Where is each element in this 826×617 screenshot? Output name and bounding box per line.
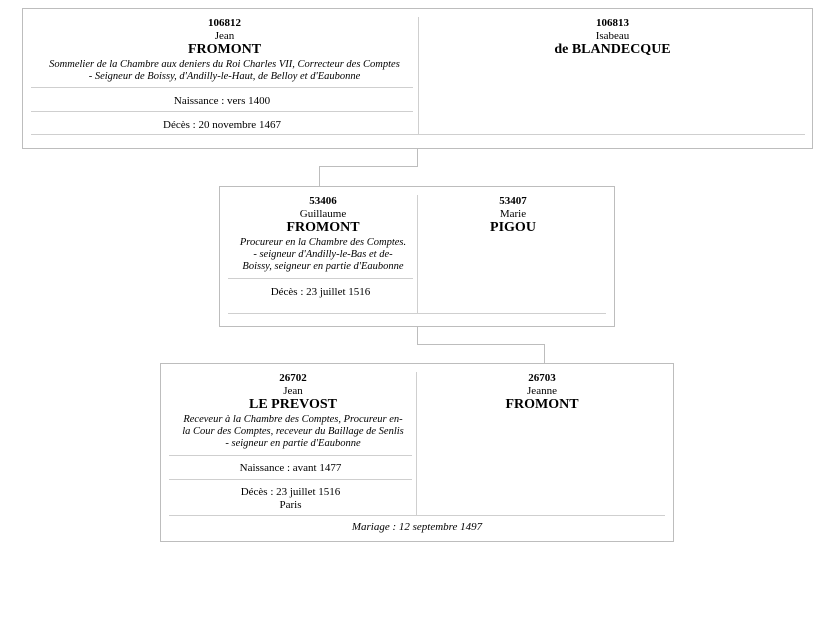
given-name: Isabeau	[595, 30, 630, 42]
occupation-line: la Cour des Comptes, receveur du Baillag…	[182, 426, 404, 437]
connector-line	[417, 148, 418, 166]
divider	[228, 278, 413, 279]
surname: PIGOU	[490, 220, 536, 235]
occupation-line: Sommelier de la Chambre aux deniers du R…	[49, 59, 400, 70]
husband-panel: 53406 Guillaume FROMONT Procureur en la …	[228, 195, 418, 273]
connector-line	[417, 344, 545, 345]
surname: FROMONT	[286, 220, 360, 235]
occupation: Sommelier de la Chambre aux deniers du R…	[31, 58, 418, 83]
sosa-number: 106812	[208, 17, 241, 29]
card-bottom-rule	[31, 134, 805, 135]
divider	[169, 455, 412, 456]
connector-line	[319, 166, 320, 186]
occupation-line: Boissy, seigneur en partie d'Eaubonne	[242, 261, 404, 272]
surname: de BLANDECQUE	[554, 42, 671, 57]
divider	[31, 111, 413, 112]
occupation-line: Procureur en la Chambre des Comptes.	[239, 237, 407, 248]
given-name: Jeanne	[527, 385, 557, 397]
death-field: Décès : 23 juillet 1516	[240, 486, 341, 498]
sosa-number: 26703	[528, 372, 556, 384]
birth-field: Naissance : vers 1400	[173, 95, 271, 107]
divider	[31, 87, 413, 88]
couple-card-gen2: 53406 Guillaume FROMONT Procureur en la …	[219, 186, 615, 327]
given-name: Jean	[283, 385, 303, 397]
wife-panel: 26703 Jeanne FROMONT	[417, 372, 667, 413]
death-place: Paris	[279, 499, 302, 511]
death-field: Décès : 20 novembre 1467	[163, 119, 281, 131]
occupation-line: Receveur à la Chambre des Comptes, Procu…	[183, 414, 403, 425]
connector-line	[544, 344, 545, 363]
divider	[169, 479, 412, 480]
occupation: Receveur à la Chambre des Comptes, Procu…	[169, 413, 417, 450]
couple-card-gen1: 106812 Jean FROMONT Sommelier de la Cham…	[22, 8, 813, 149]
occupation: Procureur en la Chambre des Comptes. - s…	[228, 236, 418, 273]
surname: LE PREVOST	[248, 397, 338, 412]
occupation-line: - Seigneur de Boissy, d'Andilly-le-Haut,…	[88, 71, 361, 82]
column-divider	[417, 195, 418, 313]
connector-line	[319, 166, 418, 167]
sosa-number: 53407	[499, 195, 527, 207]
occupation-line: - seigneur d'Andilly-le-Bas et de-	[253, 249, 393, 260]
given-name: Jean	[214, 30, 235, 42]
connector-line	[417, 326, 418, 344]
sosa-number: 106813	[596, 17, 629, 29]
couple-card-gen3: 26702 Jean LE PREVOST Receveur à la Cham…	[160, 363, 674, 542]
occupation-line: - seigneur en partie d'Eaubonne	[225, 438, 361, 449]
sosa-number: 53406	[309, 195, 337, 207]
death-field: Décès : 23 juillet 1516	[270, 286, 371, 298]
marriage-field: Mariage : 12 septembre 1497	[351, 521, 483, 533]
husband-panel: 106812 Jean FROMONT Sommelier de la Cham…	[31, 17, 418, 83]
given-name: Marie	[499, 208, 527, 220]
surname: FROMONT	[187, 42, 262, 57]
column-divider	[416, 372, 417, 515]
surname: FROMONT	[505, 397, 579, 412]
birth-field: Naissance : avant 1477	[239, 462, 342, 474]
card-bottom-rule	[228, 313, 606, 314]
sosa-number: 26702	[279, 372, 307, 384]
given-name: Guillaume	[299, 208, 347, 220]
card-bottom-rule	[169, 515, 665, 516]
column-divider	[418, 17, 419, 134]
husband-panel: 26702 Jean LE PREVOST Receveur à la Cham…	[169, 372, 417, 450]
wife-panel: 53407 Marie PIGOU	[418, 195, 608, 236]
wife-panel: 106813 Isabeau de BLANDECQUE	[419, 17, 806, 58]
